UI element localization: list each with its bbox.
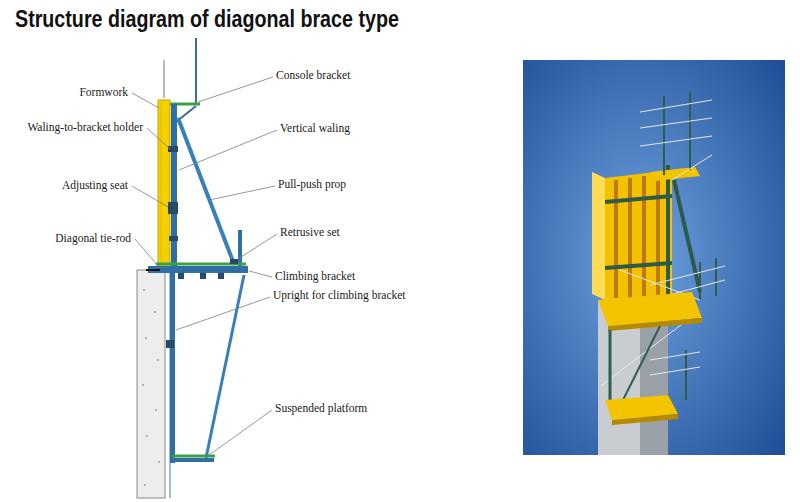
- upright-diagonal: [206, 275, 244, 458]
- clamp: [169, 236, 178, 241]
- render-background: [523, 60, 785, 455]
- concrete-wall: [137, 270, 165, 498]
- retrusive-set: [230, 259, 238, 264]
- console-platform: [650, 167, 700, 181]
- part-label: Diagonal tie-rod: [55, 231, 131, 245]
- leader-line: [132, 93, 159, 108]
- rail: [672, 155, 712, 180]
- rail: [640, 118, 712, 128]
- waling: [605, 263, 672, 268]
- formwork-edge: [161, 102, 162, 266]
- leader-lines: [132, 77, 277, 455]
- dot: [157, 359, 159, 361]
- platform-beam: [172, 458, 214, 462]
- timber-beam: [628, 178, 632, 298]
- form-rod: [164, 60, 165, 98]
- timber-beam: [614, 180, 618, 298]
- rail: [640, 136, 712, 146]
- clamp: [178, 273, 184, 279]
- part-label: Retrusive set: [280, 225, 340, 239]
- part-label: Console bracket: [276, 68, 350, 82]
- formwork-panel: [158, 100, 170, 268]
- post: [685, 350, 687, 400]
- formwork-edge: [592, 172, 605, 300]
- part-label: Pull-push prop: [278, 177, 346, 191]
- leader-line: [209, 186, 275, 200]
- concrete-dots: [142, 289, 160, 486]
- leader-line: [238, 234, 277, 259]
- pull-push-prop: [178, 118, 234, 264]
- platform-edge: [612, 414, 678, 425]
- dot: [143, 289, 145, 291]
- rail: [650, 266, 725, 285]
- part-label: Adjusting seat: [62, 178, 128, 192]
- part-label: Upright for climbing bracket: [273, 288, 406, 302]
- upright: [609, 330, 612, 402]
- post: [715, 258, 717, 296]
- render-picture: [523, 60, 785, 455]
- part-label: Formwork: [79, 85, 128, 99]
- dot: [154, 311, 156, 313]
- diagram-title: Structure diagram of diagonal brace type: [15, 4, 399, 34]
- rails: [602, 100, 725, 385]
- leader-line: [147, 128, 170, 149]
- leader-line: [179, 130, 277, 170]
- dot: [145, 337, 147, 339]
- part-label: Vertical waling: [280, 121, 350, 135]
- leader-line: [132, 186, 168, 207]
- upright: [170, 273, 175, 463]
- post: [699, 262, 701, 300]
- vertical-waling: [171, 104, 177, 266]
- clamp: [200, 273, 206, 279]
- clamp: [218, 273, 224, 279]
- platform-edge: [608, 318, 702, 331]
- part-label: Suspended platform: [275, 401, 367, 415]
- steel-walings: [605, 165, 700, 300]
- rail: [640, 100, 712, 112]
- section-drawing: [137, 38, 248, 498]
- leader-line: [176, 297, 270, 330]
- leader-line: [135, 239, 158, 266]
- adjusting-seat: [168, 202, 178, 214]
- leader-line: [249, 271, 272, 277]
- dot: [142, 384, 144, 386]
- formwork-face: [605, 170, 672, 300]
- upright-diagonal: [622, 326, 660, 402]
- leader-line: [209, 410, 272, 455]
- suspended-platform: [172, 455, 215, 458]
- climbing-bracket: [148, 266, 248, 273]
- rail-post: [238, 230, 242, 266]
- timber-beams: [616, 174, 658, 298]
- rail: [650, 367, 700, 375]
- dot: [144, 484, 146, 486]
- part-label: Waling-to-bracket holder: [27, 120, 143, 134]
- leader-line: [198, 77, 273, 102]
- dot: [158, 461, 160, 463]
- dot: [146, 435, 148, 437]
- part-label: Climbing bracket: [275, 269, 355, 283]
- waling: [605, 196, 672, 202]
- wall-anchor: [166, 340, 174, 348]
- timber-beam: [656, 174, 660, 297]
- top-post: [195, 38, 197, 104]
- tie-rod: [146, 269, 160, 271]
- rail: [650, 352, 700, 360]
- dot: [155, 409, 157, 411]
